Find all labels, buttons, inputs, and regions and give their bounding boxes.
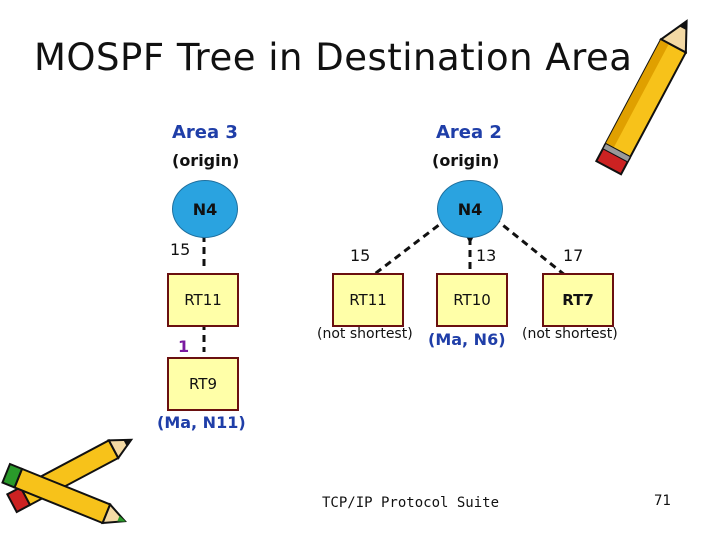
router-rt11-right: RT11 xyxy=(332,273,404,327)
origin-label-right: (origin) xyxy=(432,151,500,170)
cost-right-rt10: 13 xyxy=(476,246,497,265)
area-3-label: Area 3 xyxy=(172,122,238,143)
router-rt10: RT10 xyxy=(436,273,508,327)
note-not-shortest-rt11: (not shortest) xyxy=(317,326,413,342)
cost-left-2: 1 xyxy=(178,337,190,356)
edge-right-n4-rt11 xyxy=(371,197,470,278)
origin-label-left: (origin) xyxy=(172,151,240,170)
network-n4-left: N4 xyxy=(172,180,238,238)
cost-right-rt7: 17 xyxy=(563,246,584,265)
dest-ma-n11: (Ma, N11) xyxy=(157,413,246,432)
dest-ma-n6: (Ma, N6) xyxy=(428,330,506,349)
slide-title: MOSPF Tree in Destination Area xyxy=(34,36,633,79)
note-not-shortest-rt7: (not shortest) xyxy=(522,326,618,342)
footer-text: TCP/IP Protocol Suite xyxy=(322,495,500,511)
page-number: 71 xyxy=(654,493,671,509)
cost-left-1: 15 xyxy=(170,240,191,259)
router-rt7: RT7 xyxy=(542,273,614,327)
area-2-label: Area 2 xyxy=(436,122,502,143)
router-rt9: RT9 xyxy=(167,357,239,411)
cost-right-rt11: 15 xyxy=(350,246,371,265)
edge-right-n4-rt7 xyxy=(472,197,567,278)
network-n4-right: N4 xyxy=(437,180,503,238)
router-rt11-left: RT11 xyxy=(167,273,239,327)
